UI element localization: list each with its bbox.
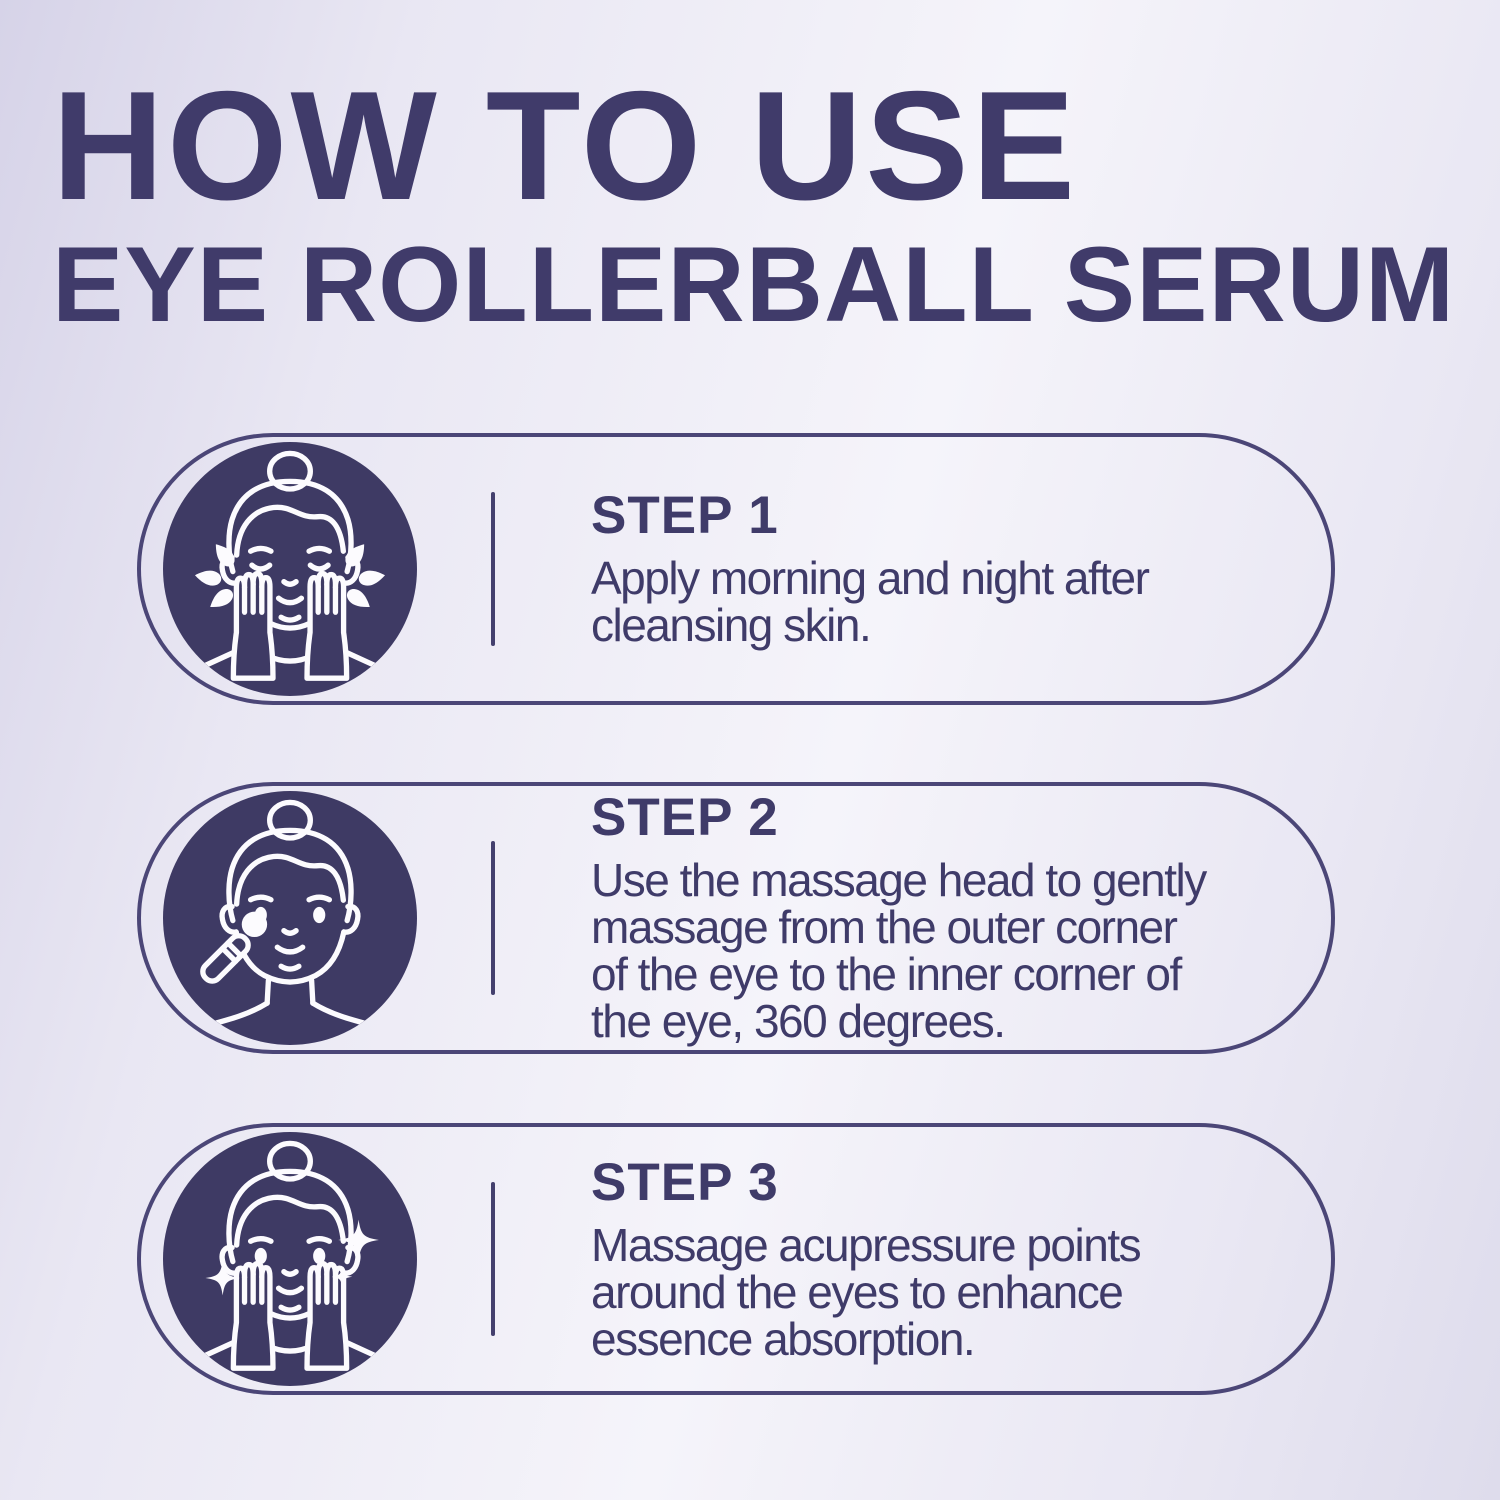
step-1-title: STEP 1 <box>591 486 779 545</box>
step-2-icon-circle <box>163 791 417 1045</box>
rollerball-massage-icon <box>193 799 387 1032</box>
step-3-card: STEP 3 Massage acupressure points around… <box>137 1123 1335 1395</box>
step-1-card: STEP 1 Apply morning and night after cle… <box>137 433 1335 705</box>
step-1-description: Apply morning and night after cleansing … <box>591 552 1150 651</box>
step-2-description: Use the massage head to gently massage f… <box>591 854 1207 1047</box>
vertical-divider <box>491 1182 495 1336</box>
page-title-line1: HOW TO USE <box>52 59 1079 232</box>
step-1-text: STEP 1 Apply morning and night after cle… <box>591 437 1301 701</box>
step-3-title: STEP 3 <box>591 1152 779 1212</box>
rollerball-device <box>200 911 268 984</box>
sparkles <box>205 1219 379 1296</box>
vertical-divider <box>491 492 495 646</box>
step-2-card: STEP 2 Use the massage head to gently ma… <box>137 782 1335 1054</box>
step-1-icon-circle <box>163 442 417 696</box>
step-3-description: Massage acupressure points around the ey… <box>591 1218 1142 1365</box>
sparkle-face-icon <box>185 1140 395 1371</box>
step-3-icon-circle <box>163 1132 417 1386</box>
vertical-divider <box>491 841 495 995</box>
step-2-title: STEP 2 <box>591 788 779 847</box>
page-title: HOW TO USE EYE ROLLERBALL SERUM <box>52 68 1455 338</box>
cleanse-face-icon <box>185 450 395 681</box>
page-title-line2: EYE ROLLERBALL SERUM <box>52 224 1456 344</box>
step-2-text: STEP 2 Use the massage head to gently ma… <box>591 786 1301 1050</box>
water-droplets <box>194 544 386 607</box>
step-3-text: STEP 3 Massage acupressure points around… <box>591 1127 1301 1391</box>
